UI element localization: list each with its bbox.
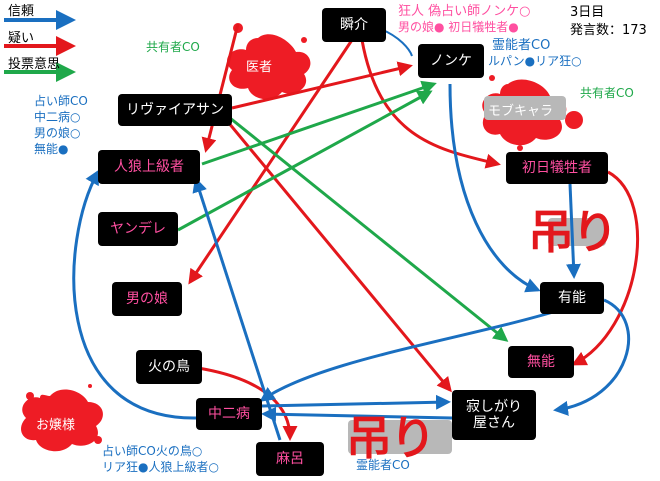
edge-vote-leviathan-munou <box>229 116 509 342</box>
edge-trust-yuunou-chuunibyou <box>259 308 561 402</box>
hanged-mark-shoniti: 吊り <box>528 205 618 259</box>
edge-vote-yandere-nonke <box>177 90 433 232</box>
note-kyoujin-line2: 男の娘● 初日犠牲者● <box>398 20 519 34</box>
legend-suspect-label: 疑い <box>8 31 35 46</box>
node-yuunou[interactable]: 有能 <box>540 282 604 314</box>
note-bottom-line1: 占い師CO火の鳥○ <box>102 444 203 458</box>
node-yandere[interactable]: ヤンデレ <box>98 212 178 246</box>
note-kyoujin-line1: 狂人 偽占い師ノンケ○ <box>398 4 531 19</box>
node-shoniti-giseisha[interactable]: 初日犠牲者 <box>506 152 608 184</box>
node-nonke[interactable]: ノンケ <box>418 44 484 78</box>
note-kyouyuusha-co-left: 共有者CO <box>146 40 200 54</box>
mobchara-badge <box>484 96 566 120</box>
legend-trust-label: 信頼 <box>8 4 35 19</box>
node-sabishigariya-line2: 屋さん <box>473 415 515 431</box>
edge-trust-chuunibyou-jinrou <box>72 169 197 420</box>
node-chuunibyou[interactable]: 中二病 <box>196 398 262 430</box>
node-leviathan[interactable]: リヴァイアサン <box>118 94 232 126</box>
edge-trust-maro-jinrou <box>192 177 282 441</box>
edge-trust-shoniti-yuunou <box>565 183 581 279</box>
hanged-mark-sabishigariya: 吊り <box>346 411 436 465</box>
node-jinrou-joukyuusha[interactable]: 人狼上級者 <box>98 150 200 184</box>
note-reinousha-co: 霊能者CO <box>492 38 551 53</box>
edge-suspect-leviathan-sabishigariya <box>226 121 452 393</box>
note-kyouyuusha-co-right: 共有者CO <box>580 86 634 100</box>
note-bottom-reinousha: 霊能者CO <box>356 458 410 472</box>
node-hinotori[interactable]: 火の鳥 <box>136 350 202 384</box>
legend-vote-label: 投票意思 <box>8 57 61 72</box>
edge-suspect-shoniti-munou <box>571 170 639 366</box>
note-leviathan-uranai-co: 占い師CO <box>34 94 88 108</box>
hanged-badge-sabishigariya <box>348 420 452 454</box>
splat-label-ishi: 医者 <box>246 60 273 75</box>
node-munou[interactable]: 無能 <box>508 346 574 378</box>
node-maro[interactable]: 麻呂 <box>256 442 324 476</box>
splat-ishi <box>227 23 311 100</box>
note-leviathan-munou: 無能● <box>34 142 69 156</box>
note-rupan: ルパン●リア狂○ <box>488 54 582 68</box>
edge-vote-jinrou-nonke <box>201 80 437 166</box>
edge-suspect-shunsuke-shoniti <box>360 39 501 169</box>
node-sabishigariya-line1: 寂しがり <box>466 398 522 415</box>
hanged-badge-shoniti <box>548 218 606 246</box>
node-shunsuke[interactable]: 瞬介 <box>322 8 386 42</box>
node-otokonoko[interactable]: 男の娘 <box>112 282 182 316</box>
note-bottom-line2: リア狂●人狼上級者○ <box>102 460 219 474</box>
edge-trust-yuunou-sabishigariya <box>553 298 630 416</box>
splat-ojousama <box>21 384 103 452</box>
node-sabishigariya[interactable]: 寂しがり 屋さん <box>452 390 536 440</box>
status-panel: 3日目 発言数：173 <box>570 4 647 39</box>
edge-trust-chuunibyou-sabishigariya <box>261 394 451 410</box>
edge-suspect-leviathan-nonke <box>231 61 413 110</box>
post-counter: 発言数：173 <box>570 22 647 38</box>
splat-label-ojousama: お嬢様 <box>36 418 76 433</box>
note-leviathan-otokonoko: 男の娘○ <box>34 126 81 140</box>
note-leviathan-chuuni: 中二病○ <box>34 110 81 124</box>
edge-trust-sabishigariya-chuunibyou <box>261 406 453 422</box>
day-counter: 3日目 <box>570 5 605 20</box>
splat-label-mobchara: モブキャラ <box>488 104 554 119</box>
edge-trust-nonke-yuunou <box>448 83 541 293</box>
edge-suspect-ishi-jinrou <box>201 23 240 153</box>
